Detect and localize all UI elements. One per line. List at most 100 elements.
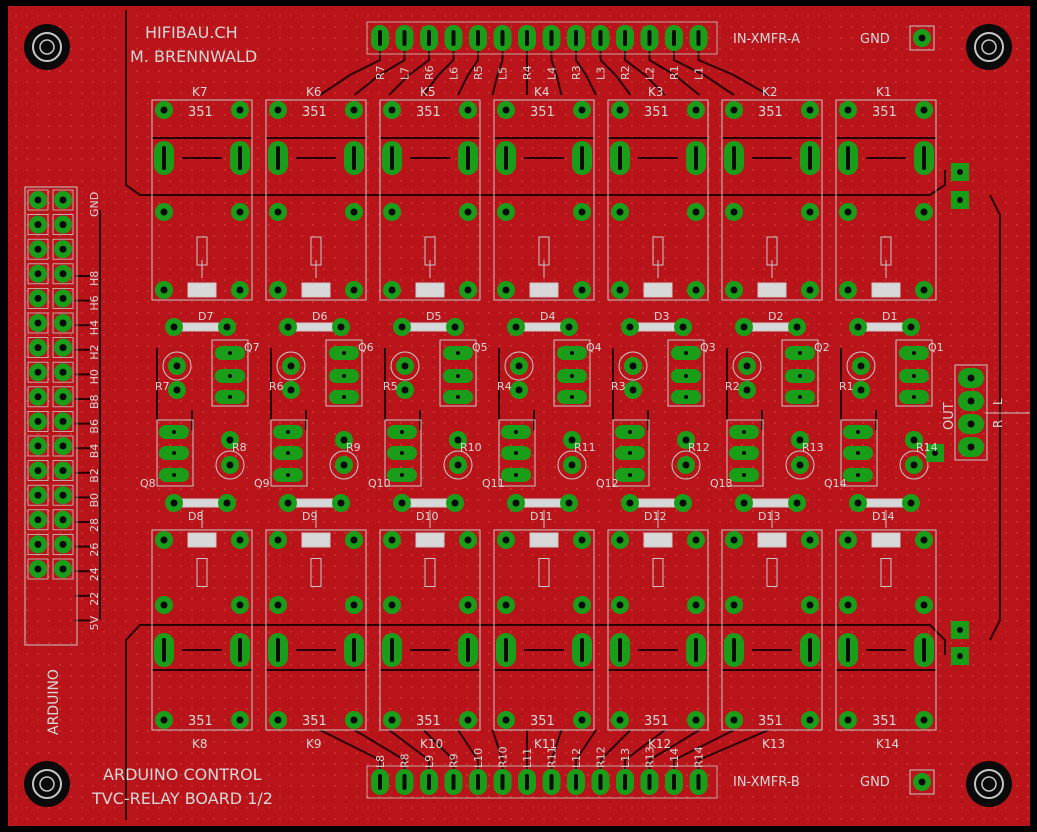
- top-relay-1-outline: [265, 99, 367, 301]
- bottom-header-pin-10-slot: [623, 774, 627, 790]
- top-relay-1-pad-br-drill: [350, 286, 358, 294]
- arduino-header-outline: [24, 186, 78, 646]
- bottom-resistor-label-2: R10: [460, 441, 482, 454]
- top-relay-4-pad-tr-drill: [692, 106, 700, 114]
- top-resistor-outline-5: [732, 351, 762, 381]
- top-resistor-pad2-5-drill: [743, 386, 751, 394]
- arduino-pin-label-10: 28: [88, 518, 101, 532]
- top-relay-5-pad-ll-drill: [730, 208, 738, 216]
- arduino-pin-1-1-drill: [59, 221, 67, 229]
- top-transistor-label-4: Q3: [700, 341, 716, 354]
- bottom-header-label-11: R13: [644, 746, 657, 768]
- pads: [24, 24, 1012, 807]
- bottom-transistor-outline-6: [840, 419, 878, 487]
- top-header-label-6: R4: [521, 65, 534, 80]
- bottom-resistor-pad-2-drill: [454, 436, 462, 444]
- bottom-relay-0-coil-box: [196, 558, 208, 587]
- bottom-resistor-pad-0-drill: [226, 436, 234, 444]
- gnd-pad-bottom-outline: [909, 769, 935, 795]
- top-relay-0-pad-mr-slot: [238, 146, 242, 170]
- top-header-label-11: L2: [644, 67, 657, 80]
- arduino-pin-outline-1-0: [27, 214, 49, 236]
- top-relay-4-outline: [607, 99, 709, 301]
- top-diode-pad-a-0-drill: [170, 323, 178, 331]
- bottom-diode-pad-a-5-drill: [740, 499, 748, 507]
- bottom-transistor-pad-1-4-slot: [628, 430, 632, 434]
- bottom-header-label-10: L13: [619, 748, 632, 768]
- bottom-relay-0-k-label: K8: [192, 737, 208, 751]
- bottom-relay-0-coil-mark: [187, 532, 217, 548]
- arduino-pin-outline-1-1: [52, 214, 74, 236]
- top-transistor-label-2: Q5: [472, 341, 488, 354]
- bottom-relay-3-pad-ll-drill: [502, 601, 510, 609]
- gnd-label-top: GND: [860, 32, 890, 47]
- top-relay-4-pad-ll-drill: [616, 208, 624, 216]
- top-resistor-pad-0-drill: [173, 362, 181, 370]
- bottom-resistor-pad2-3-drill: [568, 461, 576, 469]
- top-relay-2-pad-br-drill: [464, 286, 472, 294]
- bottom-transistor-label-1: Q9: [254, 477, 270, 490]
- bottom-relay-2-coil-box: [424, 558, 436, 587]
- bottom-transistor-pad-3-3-slot: [514, 473, 518, 477]
- bottom-header-trace-9: [599, 729, 632, 770]
- bottom-relay-2-pad-lr-drill: [464, 601, 472, 609]
- top-relay-3-num-label: 351: [530, 105, 555, 120]
- arduino-pin-7-0-drill: [34, 368, 42, 376]
- bottom-header-pin-1-slot: [402, 774, 407, 790]
- top-relay-1-pad-ml-slot: [276, 146, 280, 170]
- bottom-relay-5-outline: [721, 529, 823, 731]
- bottom-relay-2-pad-ll-drill: [388, 601, 396, 609]
- top-resistor-pad2-4-drill: [629, 386, 637, 394]
- bottom-transistor-label-5: Q13: [710, 477, 733, 490]
- bottom-header-pin-8-slot: [574, 774, 578, 790]
- top-resistor-label-4: R3: [611, 380, 626, 393]
- top-relay-3-pad-bl-drill: [502, 286, 510, 294]
- arduino-pin-outline-5-0: [27, 312, 49, 334]
- bottom-resistor-pad-4-drill: [682, 436, 690, 444]
- top-relay-0-num-label: 351: [188, 105, 213, 120]
- bottom-relay-0-pad-br-drill: [236, 536, 244, 544]
- bottom-relay-1-pad-bl-drill: [274, 536, 282, 544]
- top-diode-body-3: [521, 322, 565, 332]
- top-header-label-8: R3: [570, 65, 583, 80]
- top-transistor-label-6: Q1: [928, 341, 944, 354]
- top-relay-4-pad-tl-drill: [616, 106, 624, 114]
- bottom-relay-3-pad-bl-drill: [502, 536, 510, 544]
- bottom-header-label-9: R12: [595, 746, 608, 768]
- bottom-transistor-pad-3-1-slot: [286, 473, 290, 477]
- arduino-pin-outline-15-0: [27, 558, 49, 580]
- bottom-transistor-pad-3-0-slot: [172, 473, 176, 477]
- arduino-pin-outline-9-0: [27, 410, 49, 432]
- top-relay-6-pad-br-drill: [920, 286, 928, 294]
- top-resistor-label-5: R2: [725, 380, 740, 393]
- mounting-hole-ring-1: [974, 32, 1004, 62]
- top-relay-1-pad-lr-drill: [350, 208, 358, 216]
- bottom-transistor-pad-3-2-slot: [400, 473, 404, 477]
- top-relay-2-k-label: K5: [420, 85, 436, 99]
- connector-b-label: IN-XMFR-B: [733, 775, 800, 790]
- bottom-transistor-pad-3-6-slot: [856, 473, 860, 477]
- top-transistor-pad-3-4-slot: [684, 395, 688, 399]
- bottom-relay-4-pad-tr-drill: [692, 716, 700, 724]
- bottom-resistor-outline-0: [215, 450, 245, 480]
- top-header-label-13: L1: [693, 67, 706, 80]
- top-relay-1-pad-ll-drill: [274, 208, 282, 216]
- arduino-pin-3-1-drill: [59, 270, 67, 278]
- bottom-relay-4-pad-br-drill: [692, 536, 700, 544]
- board-title-2: M. BRENNWALD: [130, 47, 257, 66]
- silkscreen: [24, 21, 1030, 800]
- arduino-pin-6-0-drill: [34, 344, 42, 352]
- top-diode-label-6: D1: [882, 310, 897, 323]
- bottom-header-label-2: L9: [423, 755, 436, 768]
- bottom-relay-3-coil-mark: [529, 532, 559, 548]
- bottom-relay-0-pad-ll-drill: [160, 601, 168, 609]
- bottom-resistor-pad2-0-drill: [226, 461, 234, 469]
- arduino-pin-outline-2-0: [27, 238, 49, 260]
- top-header-pin-9-slot: [598, 30, 603, 46]
- bottom-header-trace-4: [457, 729, 479, 770]
- top-relay-5-outline: [721, 99, 823, 301]
- arduino-pin-label-2: H4: [88, 320, 101, 335]
- bottom-transistor-outline-5: [726, 419, 764, 487]
- top-transistor-pad-3-2-slot: [456, 395, 460, 399]
